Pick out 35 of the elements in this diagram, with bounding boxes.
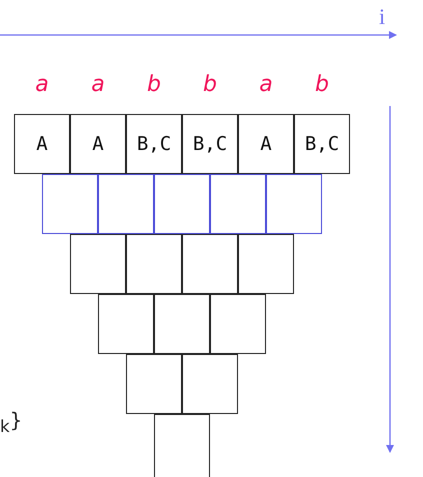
table-cell: [266, 174, 322, 234]
table-cell: [14, 114, 70, 174]
input-symbol: a: [258, 72, 274, 97]
table-cell: [154, 414, 210, 477]
input-symbol: b: [314, 72, 330, 97]
cell-text: A: [36, 133, 48, 155]
table-cell: [210, 174, 266, 234]
table-cell: [98, 174, 154, 234]
table-cell: [42, 174, 98, 234]
cell-text: A: [92, 133, 104, 155]
table-cell: [182, 234, 238, 294]
cell-text: B,C: [136, 133, 172, 155]
input-symbol: b: [146, 72, 162, 97]
set-notation: $_{k}$}: [0, 408, 22, 436]
input-symbol: b: [202, 72, 218, 97]
table-cell: [70, 234, 126, 294]
table-cell: [98, 294, 154, 354]
table-cell: [210, 294, 266, 354]
table-cell: [126, 114, 182, 174]
table-cell: [182, 114, 238, 174]
cell-text: B,C: [192, 133, 228, 155]
table-cell: [238, 234, 294, 294]
axis-label: i: [379, 4, 386, 30]
table-cell: [182, 354, 238, 414]
table-cell: [126, 354, 182, 414]
input-symbol: a: [34, 72, 50, 97]
table-cell: [70, 114, 126, 174]
input-symbol: a: [90, 72, 106, 97]
cell-text: A: [260, 133, 272, 155]
table-cell: [294, 114, 350, 174]
cell-text: B,C: [304, 133, 340, 155]
table-cell: [238, 114, 294, 174]
table-cell: [154, 294, 210, 354]
table-cell: [154, 174, 210, 234]
table-cell: [126, 234, 182, 294]
